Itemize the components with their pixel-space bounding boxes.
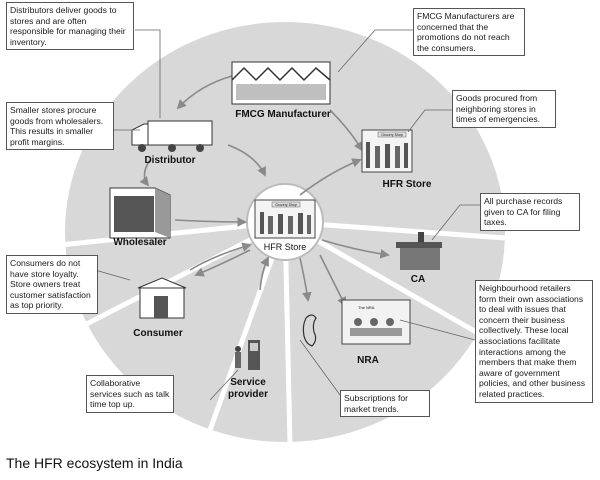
factory-icon [231,61,331,105]
node-label-hfr-store: HFR Store [383,179,432,190]
figure-caption: The HFR ecosystem in India [6,455,183,471]
callout-smaller: Smaller stores procure goods from wholes… [6,102,114,151]
consumer-house-icon [137,277,187,319]
callout-collaborative: Collaborative services such as talk time… [86,375,174,413]
node-label-ca: CA [411,274,425,285]
node-label-consumer: Consumer [133,328,183,339]
callout-neighbourhood: Neighbourhood retailers form their own a… [475,280,593,403]
node-label-nra: NRA [357,355,379,366]
nra-meeting-icon: The NRA [341,299,411,345]
phone-icon [302,314,317,347]
nra-sign: The NRA [358,305,375,310]
hub-sign: Grocery Shop [275,203,297,207]
flow-arrows [139,75,390,307]
store-sign: Grocery Shop [381,133,403,137]
service-provider-icon [235,340,260,370]
ca-desk-icon [396,232,442,270]
hub-label: HFR Store [264,242,307,252]
callout-distributors: Distributors deliver goods to stores and… [6,2,134,51]
node-label-wholesaler: Wholesaler [113,237,166,248]
callout-leaders [94,29,480,401]
node-label-manufacturer: FMCG Manufacturer [235,109,331,120]
node-label-distributor: Distributor [144,155,195,166]
spokes [59,219,506,446]
truck-icon [131,120,213,152]
store-icon: Grocery Shop [361,129,413,173]
hub-store-icon: Grocery Shop [254,199,316,239]
callout-consumers: Consumers do not have store loyalty. Sto… [6,255,98,314]
wholesaler-icon [109,187,171,239]
callout-fmcg: FMCG Manufacturers are concerned that th… [413,8,525,57]
callout-goods: Goods procured from neighboring stores i… [452,90,556,128]
callout-purchase: All purchase records given to CA for fil… [480,193,580,231]
callout-subscriptions: Subscriptions for market trends. [340,390,430,418]
